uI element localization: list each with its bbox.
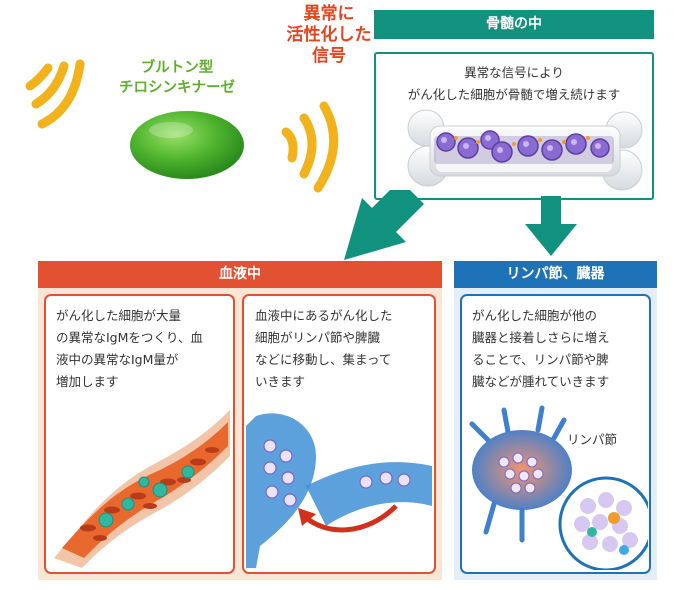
kinase-label: ブルトン型 チロシンキナーゼ [112, 58, 242, 98]
blood-panel-a-line3: 液中の異常なIgM量が [56, 352, 179, 367]
blood-panel-a-line1: がん化した細胞が大量 [56, 308, 182, 323]
lymph-panel-line3: ることで、リンパ節や脾 [472, 352, 609, 367]
blood-panel-a-line4: 増加します [56, 374, 119, 389]
blood-panel-b-text: 血液中にあるがん化した 細胞がリンパ節や脾臓 などに移動し、集まって いきます [255, 305, 427, 393]
lymph-node-illustration [469, 405, 648, 570]
bone-illustration [407, 109, 643, 191]
lymph-panel-line1: がん化した細胞が他の [472, 308, 598, 323]
blood-vessel-illustration [54, 410, 230, 568]
cell-migration-illustration [246, 413, 432, 568]
abnormal-signal-line1: 異常に [303, 4, 355, 24]
bone-marrow-header: 骨髄の中 [374, 10, 654, 39]
arrow-to-blood-icon [344, 190, 424, 260]
abnormal-signal-line3: 信号 [312, 46, 346, 66]
kinase-molecule-icon [130, 111, 244, 179]
signal-wave-right-icon [281, 101, 339, 193]
blood-panel-b-line3: などに移動し、集まって [255, 352, 392, 367]
abnormal-signal-line2: 活性化した [286, 25, 372, 45]
igm-molecule-icon [98, 465, 195, 528]
abnormal-signal-label: 異常に 活性化した 信号 [270, 4, 388, 67]
blood-panel-b-line2: 細胞がリンパ節や脾臓 [255, 330, 381, 345]
kinase-label-line1: ブルトン型 [140, 60, 214, 76]
lymph-panel-line2: 臓器と接着しさらに増え [472, 330, 610, 345]
blood-header: 血液中 [38, 261, 442, 288]
lymph-node-label: リンパ節 [567, 432, 618, 447]
lymph-panel-line4: 臓などが腫れていきます [472, 374, 610, 389]
lymph-panel-text: がん化した細胞が他の 臓器と接着しさらに増え ることで、リンパ節や脾 臓などが腫… [472, 305, 644, 393]
bone-marrow-text-line2: がん化した細胞が骨髄で増え続けます [407, 87, 621, 102]
bone-marrow-text: 異常な信号により がん化した細胞が骨髄で増え続けます [380, 62, 648, 106]
blood-panel-a-text: がん化した細胞が大量 の異常なIgMをつくり、血 液中の異常なIgM量が 増加し… [56, 305, 228, 393]
arrow-to-lymph-icon [525, 196, 577, 256]
lymph-header: リンパ節、臓器 [454, 261, 657, 288]
blood-panel-b-line4: いきます [255, 374, 306, 389]
kinase-label-line2: チロシンキナーゼ [119, 80, 235, 96]
cancer-cells-marrow [436, 130, 610, 163]
signal-wave-left-icon [25, 59, 85, 129]
blood-panel-b-line1: 血液中にあるがん化した [255, 308, 393, 323]
blood-panel-a-line2: の異常なIgMをつくり、血 [56, 330, 203, 345]
bone-marrow-text-line1: 異常な信号により [464, 65, 564, 80]
